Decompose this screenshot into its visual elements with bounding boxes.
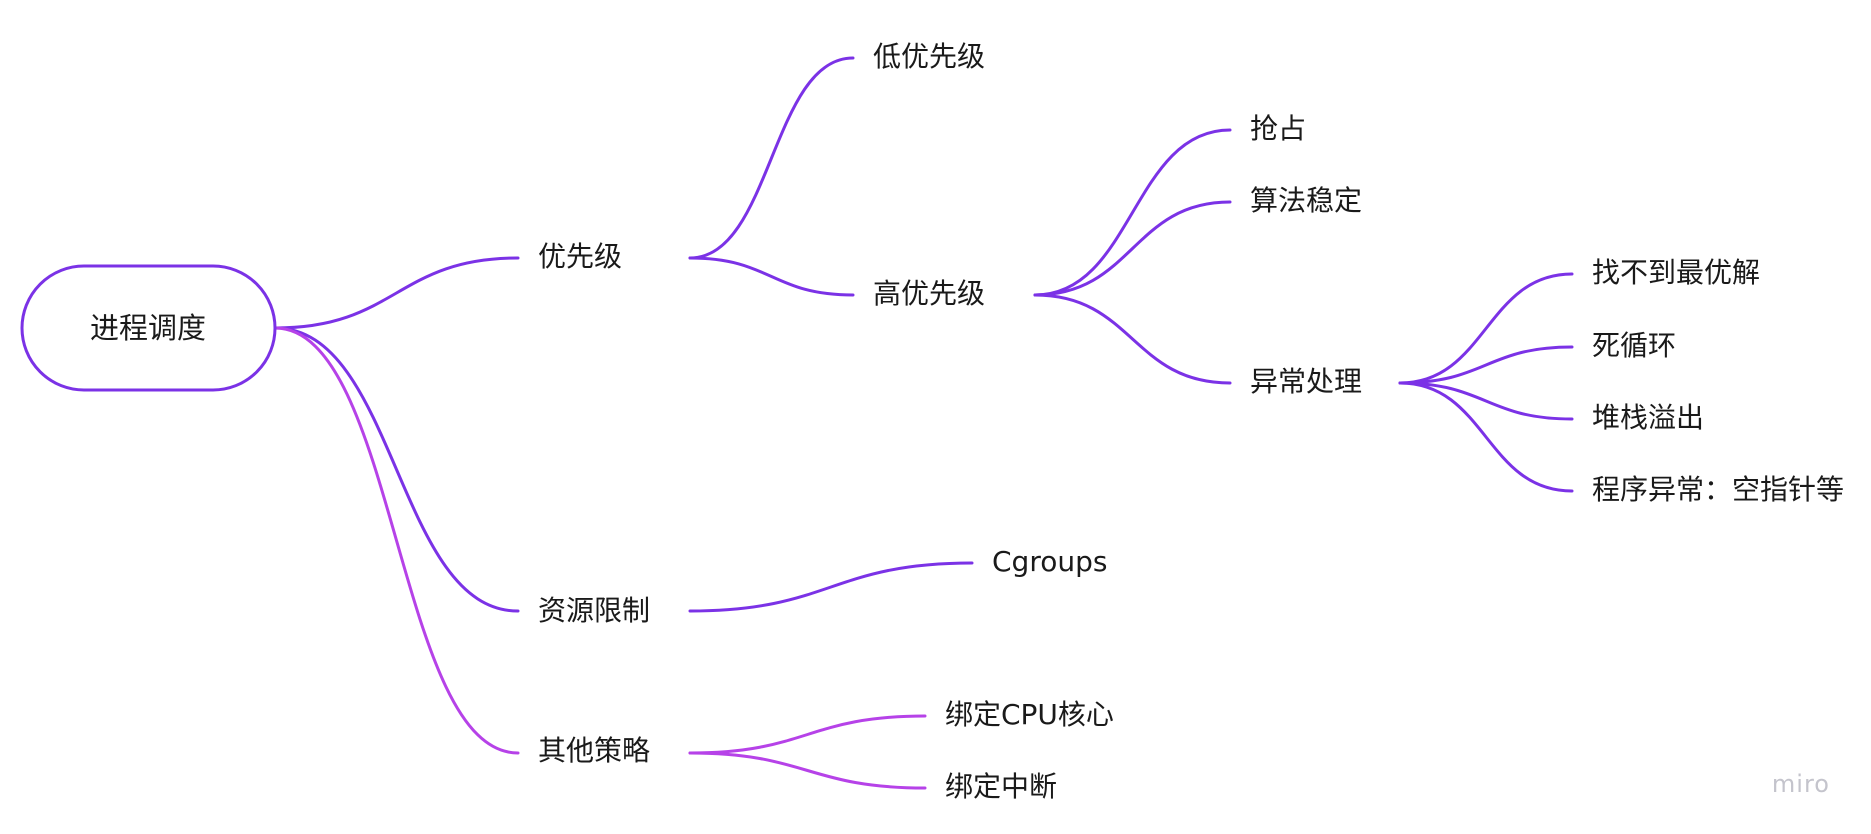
edge-ziyuan bbox=[273, 326, 520, 613]
node-chengxu[interactable]: 程序异常：空指针等 bbox=[1592, 473, 1844, 506]
edge-suanfa bbox=[1033, 200, 1232, 297]
mindmap-edges bbox=[273, 56, 1574, 790]
root-node-label: 进程调度 bbox=[90, 311, 206, 345]
root-node-shape bbox=[20, 264, 277, 392]
node-sixunhuan[interactable]: 死循环 bbox=[1592, 329, 1676, 362]
root-node[interactable]: 进程调度 bbox=[20, 264, 277, 392]
miro-watermark: miro bbox=[1772, 770, 1830, 798]
node-youxianji[interactable]: 优先级 bbox=[538, 240, 622, 273]
node-qita[interactable]: 其他策略 bbox=[538, 734, 650, 767]
node-duizhan[interactable]: 堆栈溢出 bbox=[1592, 401, 1704, 434]
node-qiangzhan[interactable]: 抢占 bbox=[1250, 112, 1306, 145]
edge-bangcpu bbox=[688, 714, 927, 755]
edge-cgroups bbox=[688, 561, 974, 613]
edge-qita bbox=[273, 326, 520, 755]
edge-youxianji bbox=[273, 256, 520, 330]
edge-sixunhuan bbox=[1398, 345, 1574, 385]
edge-bangzhong bbox=[688, 751, 927, 790]
node-ziyuan[interactable]: 资源限制 bbox=[538, 594, 650, 627]
edge-chengxu bbox=[1398, 381, 1574, 493]
edge-di bbox=[688, 56, 855, 260]
edge-duizhan bbox=[1398, 381, 1574, 421]
edge-zhaobudao bbox=[1398, 272, 1574, 385]
node-di[interactable]: 低优先级 bbox=[873, 40, 985, 73]
node-yichang[interactable]: 异常处理 bbox=[1250, 365, 1362, 398]
edge-yichang bbox=[1033, 293, 1232, 385]
node-cgroups[interactable]: Cgroups bbox=[992, 545, 1107, 578]
edge-qiangzhan bbox=[1033, 128, 1232, 297]
node-gao[interactable]: 高优先级 bbox=[873, 277, 985, 310]
node-suanfa[interactable]: 算法稳定 bbox=[1250, 184, 1362, 217]
node-zhaobudao[interactable]: 找不到最优解 bbox=[1592, 256, 1760, 289]
edge-gao bbox=[688, 256, 855, 297]
node-bangzhong[interactable]: 绑定中断 bbox=[945, 770, 1057, 803]
node-bangcpu[interactable]: 绑定CPU核心 bbox=[945, 698, 1114, 731]
